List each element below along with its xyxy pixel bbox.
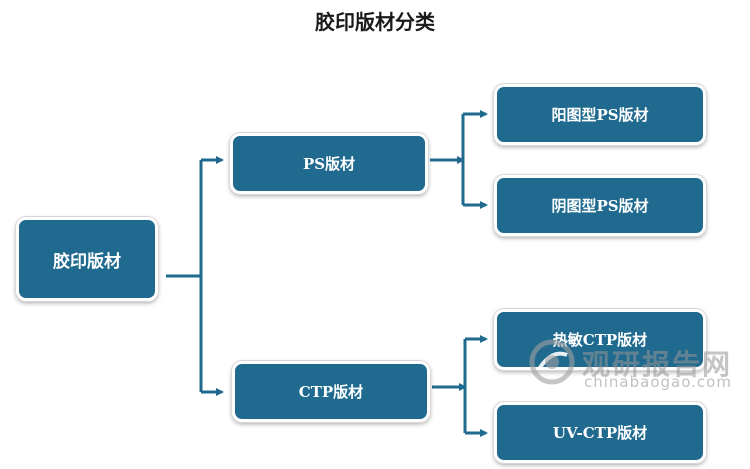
- watermark-logo-icon: [529, 339, 575, 385]
- node-yin-ps: 阴图型PS版材: [494, 175, 706, 236]
- node-uv-ctp-label: UV-CTP版材: [552, 424, 648, 442]
- node-root-label: 胶印版材: [53, 251, 121, 272]
- node-ctp: CTP版材: [232, 361, 430, 422]
- node-ctp-label: CTP版材: [298, 383, 364, 401]
- node-thermal-ctp: 热敏CTP版材: [494, 309, 706, 370]
- node-yin-ps-label: 阴图型PS版材: [551, 197, 649, 215]
- watermark-text: 观研报告网: [582, 348, 733, 381]
- node-root: 胶印版材: [16, 217, 158, 301]
- watermark-url: chinabaogao.com: [584, 373, 732, 391]
- node-yang-ps: 阳图型PS版材: [494, 84, 706, 145]
- node-ps-label: PS版材: [302, 155, 356, 173]
- node-ps: PS版材: [230, 133, 428, 194]
- diagram-title: 胶印版材分类: [315, 10, 435, 34]
- node-uv-ctp: UV-CTP版材: [494, 402, 706, 463]
- node-thermal-ctp-label: 热敏CTP版材: [552, 331, 648, 349]
- node-yang-ps-label: 阳图型PS版材: [551, 106, 649, 124]
